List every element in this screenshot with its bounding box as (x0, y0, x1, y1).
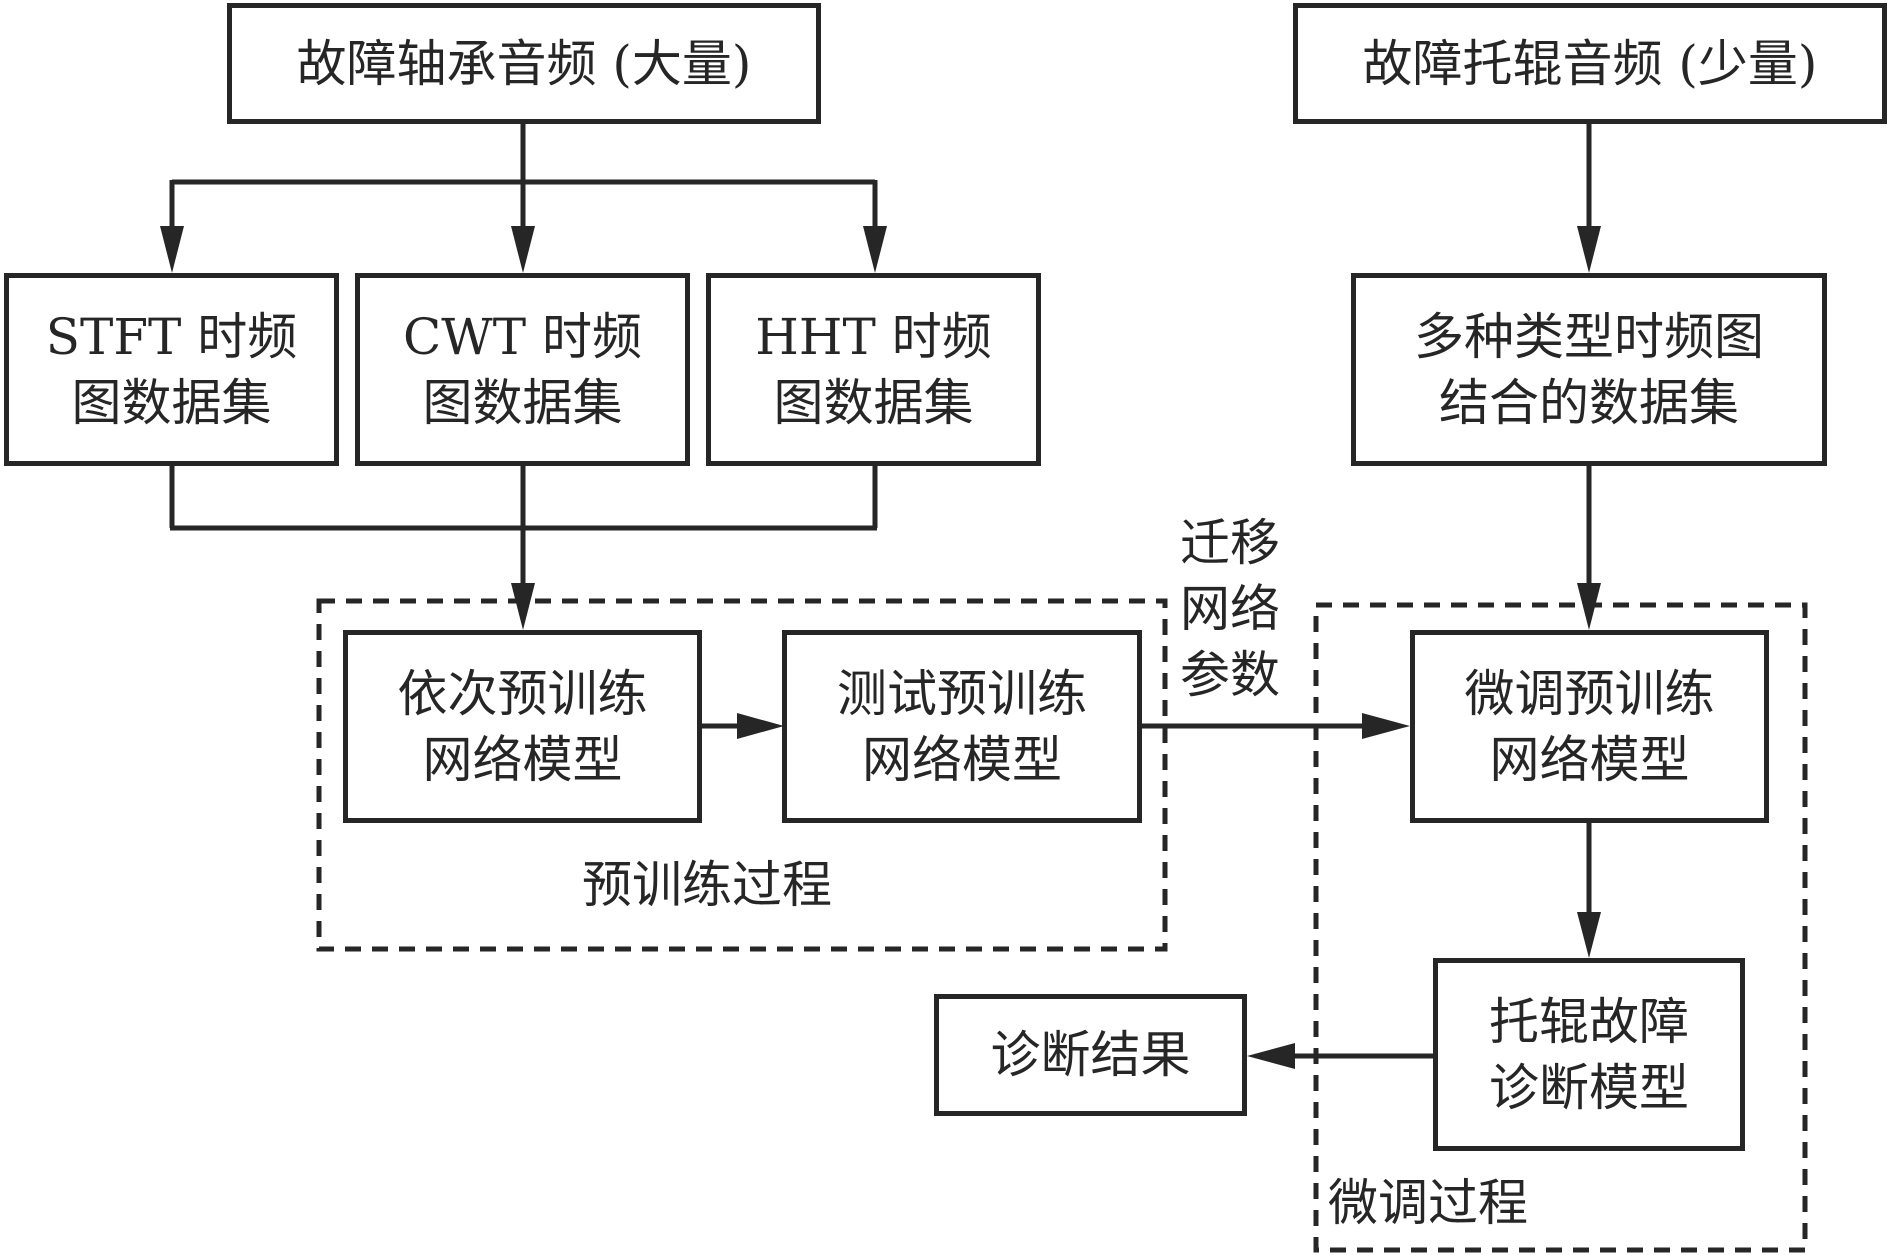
finetuning-group-border (1313, 602, 1808, 1253)
combined-dataset-line-2: 结合的数据集 (1439, 373, 1739, 432)
pretrain-model-line-1: 依次预训练 (397, 664, 648, 723)
finetuning-process-label: 微调过程 (1328, 1170, 1528, 1236)
test-pretrained-model-box: 测试预训练 网络模型 (782, 630, 1142, 823)
stft-dataset-line-2: 图数据集 (71, 373, 272, 432)
arrowhead-to-cwt (511, 226, 535, 273)
idler-fault-diagnosis-model-box: 托辊故障 诊断模型 (1433, 958, 1745, 1151)
cwt-dataset-line-2: 图数据集 (422, 373, 623, 432)
combined-dataset-line-1: 多种类型时频图 (1414, 307, 1764, 366)
pretrain-model-line-2: 网络模型 (422, 730, 623, 789)
arrowhead-to-combined (1577, 226, 1601, 273)
finetuning-process-text: 微调过程 (1328, 1174, 1528, 1232)
arrowhead-to-result (1247, 1043, 1295, 1069)
diagnosis-model-line-1: 托辊故障 (1489, 992, 1689, 1051)
finetune-model-line-2: 网络模型 (1489, 730, 1690, 789)
stft-dataset-line-1: STFT 时频 (45, 307, 298, 366)
transfer-label-line-1: 迁移 (1180, 514, 1280, 572)
transfer-label-line-2: 网络 (1180, 580, 1280, 638)
bearing-audio-label: 故障轴承音频 (大量) (296, 34, 752, 93)
finetune-model-box: 微调预训练 网络模型 (1410, 630, 1769, 823)
arrowhead-to-diagnosis-model (1577, 912, 1601, 958)
combined-dataset-box: 多种类型时频图 结合的数据集 (1351, 273, 1827, 466)
transfer-label-line-3: 参数 (1180, 646, 1280, 704)
arrowhead-to-test-model (737, 713, 784, 739)
pretraining-group-border (316, 598, 1168, 952)
cwt-dataset-box: CWT 时频 图数据集 (355, 273, 690, 466)
arrowhead-to-stft (160, 226, 184, 273)
test-model-line-2: 网络模型 (862, 730, 1062, 789)
hht-dataset-line-2: 图数据集 (773, 373, 974, 432)
pretrain-network-model-box: 依次预训练 网络模型 (343, 630, 702, 823)
bearing-audio-source-box: 故障轴承音频 (大量) (227, 3, 821, 124)
stft-dataset-box: STFT 时频 图数据集 (4, 273, 339, 466)
idler-audio-source-box: 故障托辊音频 (少量) (1293, 3, 1887, 124)
idler-audio-label: 故障托辊音频 (少量) (1362, 34, 1818, 93)
arrowhead-into-finetune-model (1577, 583, 1601, 630)
cwt-dataset-line-1: CWT 时频 (403, 307, 642, 366)
diagnosis-result-label: 诊断结果 (990, 1026, 1191, 1084)
pretraining-process-label: 预训练过程 (582, 852, 832, 918)
arrowhead-to-hht (863, 226, 887, 273)
pretraining-process-text: 预训练过程 (582, 856, 832, 914)
arrowhead-to-pretrain-model (511, 583, 535, 630)
diagnosis-model-line-2: 诊断模型 (1489, 1058, 1689, 1117)
transfer-parameters-label: 迁移 网络 参数 (1180, 510, 1280, 708)
finetune-model-line-1: 微调预训练 (1464, 664, 1715, 723)
hht-dataset-box: HHT 时频 图数据集 (706, 273, 1041, 466)
test-model-line-1: 测试预训练 (837, 664, 1087, 723)
hht-dataset-line-1: HHT 时频 (755, 307, 992, 366)
arrowhead-to-finetune-model (1362, 713, 1410, 739)
diagnosis-result-box: 诊断结果 (934, 994, 1247, 1116)
